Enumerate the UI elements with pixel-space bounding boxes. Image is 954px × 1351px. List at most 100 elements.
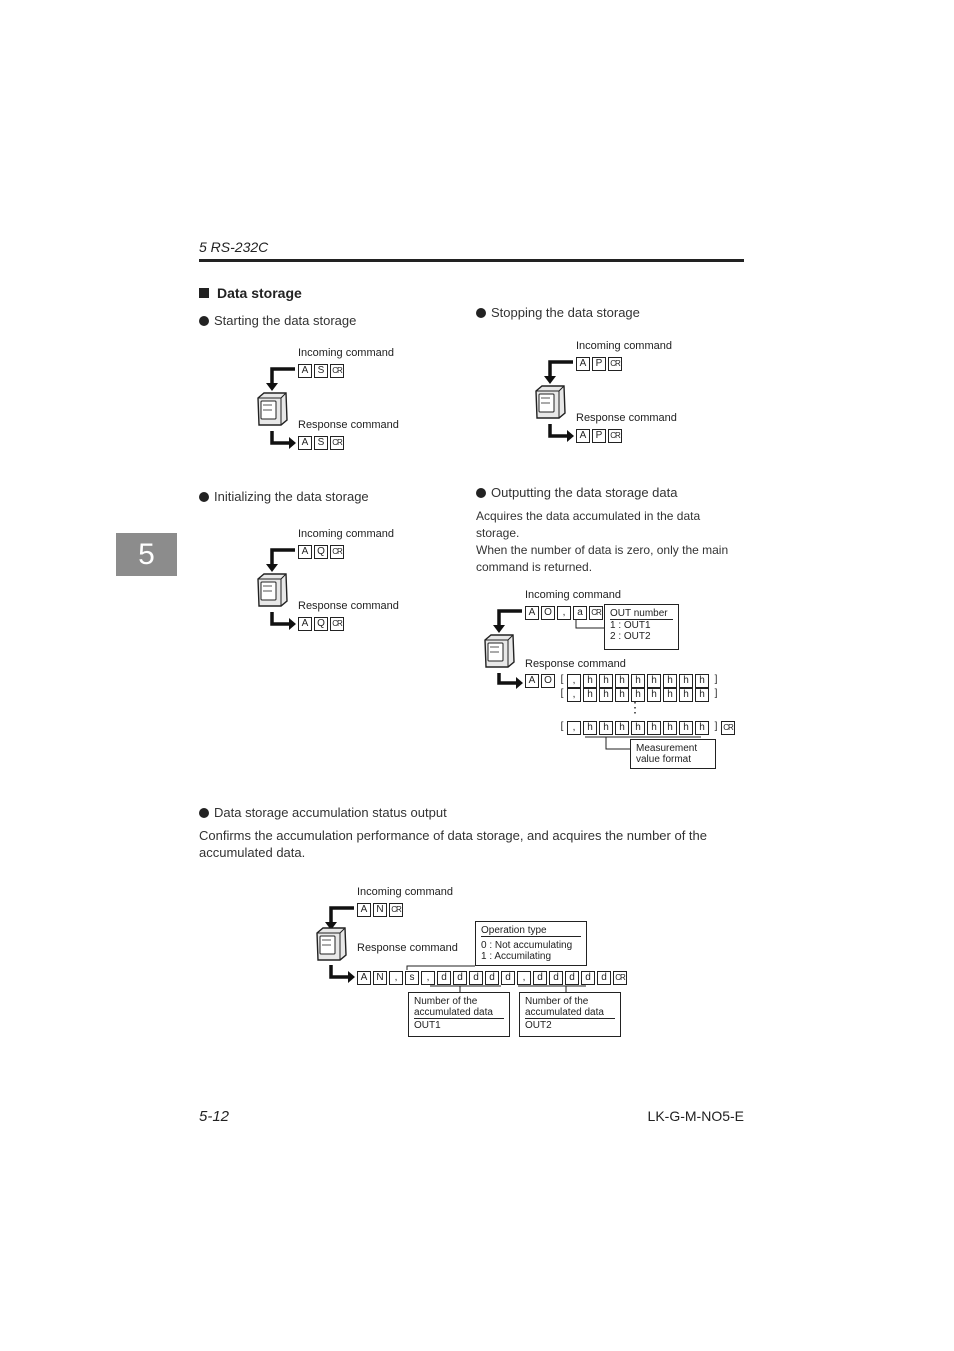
sensor-head-icon	[258, 393, 287, 425]
close-bracket: ]	[711, 674, 721, 686]
sensor-head-icon	[485, 635, 514, 667]
char-box: h	[583, 721, 597, 735]
char-box: O	[541, 606, 555, 620]
status-description: Confirms the accumulation performance of…	[199, 827, 739, 861]
incoming-arrow-icon	[266, 550, 295, 572]
incoming-arrow-icon	[266, 369, 295, 391]
response-arrow-icon	[550, 424, 574, 442]
char-box: h	[695, 674, 709, 688]
stop-sensor-diagram	[533, 353, 573, 443]
output-incoming-label: Incoming command	[525, 589, 621, 601]
char-box: h	[631, 674, 645, 688]
char-box: a	[573, 606, 587, 620]
init-sensor-diagram	[255, 541, 295, 631]
cr-box: CR	[608, 357, 622, 371]
bullet-icon	[199, 316, 209, 326]
char-box: h	[647, 721, 661, 735]
bullet-icon	[199, 808, 209, 818]
open-bracket: [	[557, 688, 567, 700]
char-box: A	[357, 971, 371, 985]
char-box: A	[525, 606, 539, 620]
cr-box: CR	[330, 436, 344, 450]
op-title: Operation type	[481, 925, 581, 937]
init-response-label: Response command	[298, 600, 399, 612]
char-box: h	[599, 688, 613, 702]
open-bracket: [	[557, 674, 567, 686]
start-sensor-diagram	[255, 360, 295, 450]
response-arrow-icon	[499, 673, 523, 689]
running-header: 5 RS-232C	[199, 239, 268, 255]
out1-line-1: Number of the	[414, 996, 504, 1007]
char-box: h	[599, 674, 613, 688]
status-sensor-diagram	[314, 899, 354, 989]
cr-box: CR	[589, 606, 603, 620]
out2-line-1: Number of the	[525, 996, 615, 1007]
sensor-head-icon	[536, 386, 565, 418]
incoming-arrow-icon	[325, 908, 354, 930]
stop-incoming-label: Incoming command	[576, 340, 672, 352]
measure-leader	[584, 734, 634, 752]
char-box: h	[583, 674, 597, 688]
sensor-head-icon	[258, 574, 287, 606]
open-bracket: [	[557, 721, 567, 733]
out1-line-2: accumulated data	[414, 1007, 504, 1019]
close-bracket: ]	[711, 688, 721, 700]
incoming-arrow-icon	[493, 611, 522, 633]
out2-line-2: accumulated data	[525, 1007, 615, 1019]
start-incoming-label: Incoming command	[298, 347, 394, 359]
char-box: P	[592, 429, 606, 443]
cr-box: CR	[721, 721, 735, 735]
char-box: h	[647, 688, 661, 702]
start-response-command: ASCR	[298, 436, 346, 450]
response-arrow-icon	[331, 965, 355, 983]
out2-count-note: Number of the accumulated data OUT2	[519, 992, 621, 1037]
char-box: N	[373, 971, 387, 985]
out-number-2: 2 : OUT2	[610, 631, 673, 642]
measurement-format-note: Measurement value format	[630, 739, 716, 769]
char-box: d	[597, 971, 611, 985]
char-box: h	[647, 674, 661, 688]
output-heading: Outputting the data storage data	[476, 485, 677, 500]
out2-line-3: OUT2	[525, 1020, 615, 1031]
cr-box: CR	[330, 364, 344, 378]
start-incoming-command: ASCR	[298, 364, 346, 378]
output-response-row-last: [,hhhhhhhh]CR	[557, 721, 737, 735]
out1-line-3: OUT1	[414, 1020, 504, 1031]
header-rule	[199, 259, 744, 262]
bullet-icon	[476, 308, 486, 318]
out-number-1: 1 : OUT1	[610, 620, 673, 631]
section-title: Data storage	[199, 285, 302, 301]
response-arrow-icon	[272, 431, 296, 449]
bullet-icon	[199, 492, 209, 502]
char-box: A	[298, 364, 312, 378]
output-sensor-diagram	[482, 602, 522, 692]
cr-box: CR	[608, 429, 622, 443]
cr-box: CR	[613, 971, 627, 985]
chapter-tab: 5	[116, 533, 177, 576]
incoming-arrow-icon	[544, 362, 573, 384]
char-box: O	[541, 674, 555, 688]
char-box: ,	[567, 688, 581, 702]
cr-box: CR	[389, 903, 403, 917]
char-box: h	[631, 721, 645, 735]
char-box: h	[695, 688, 709, 702]
char-box: h	[663, 688, 677, 702]
char-box: ,	[557, 606, 571, 620]
square-bullet-icon	[199, 288, 209, 298]
char-box: h	[615, 688, 629, 702]
output-response-row-1: AO[,hhhhhhhh]	[525, 674, 721, 688]
stop-response-label: Response command	[576, 412, 677, 424]
char-box: h	[695, 721, 709, 735]
char-box: A	[298, 436, 312, 450]
char-box: P	[592, 357, 606, 371]
out1-count-note: Number of the accumulated data OUT1	[408, 992, 510, 1037]
status-incoming-command: ANCR	[357, 903, 405, 917]
char-box: h	[679, 688, 693, 702]
stop-heading: Stopping the data storage	[476, 305, 640, 320]
char-box: h	[679, 674, 693, 688]
status-leaders	[400, 960, 560, 995]
